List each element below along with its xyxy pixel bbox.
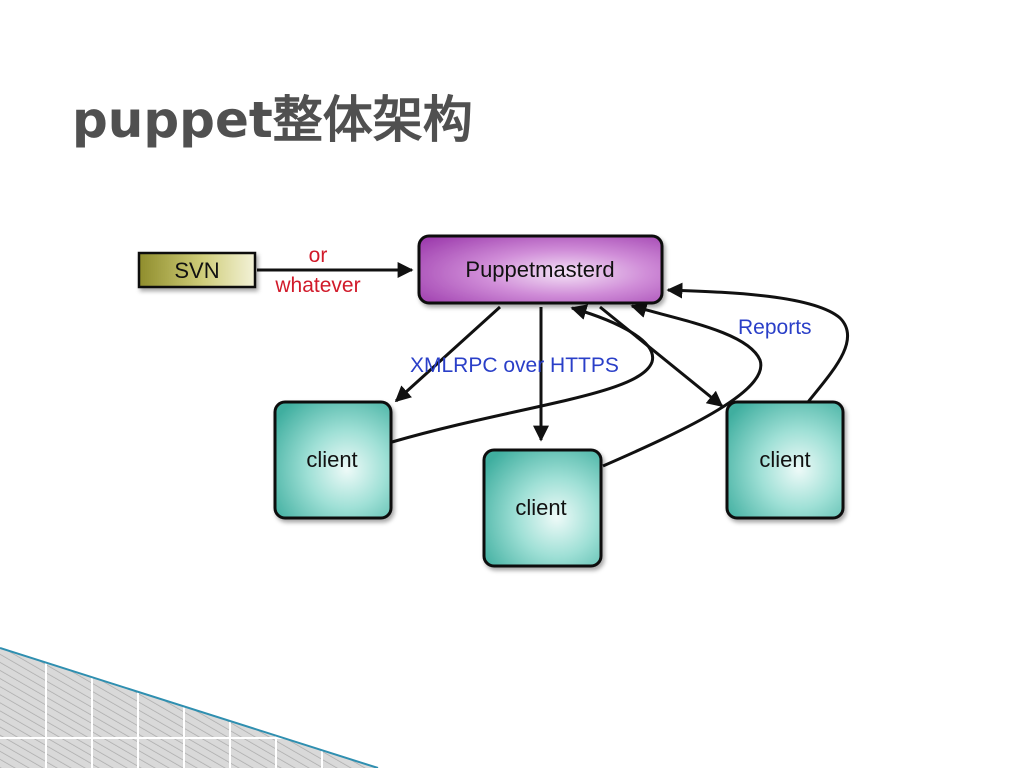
edge-client-left-report bbox=[391, 304, 655, 444]
edge-master-to-client-left bbox=[394, 305, 502, 403]
edges bbox=[257, 262, 850, 468]
edge-master-to-client-right bbox=[599, 305, 724, 408]
node-client-left-label: client bbox=[306, 447, 357, 472]
edge-label-xmlrpc: XMLRPC over HTTPS bbox=[410, 354, 619, 377]
node-client-middle bbox=[482, 448, 603, 568]
edge-label-whatever: whatever bbox=[274, 274, 360, 297]
slide-title: puppet整体架构 bbox=[72, 91, 473, 149]
edge-label-or: or bbox=[309, 244, 328, 267]
node-client-middle-label: client bbox=[515, 495, 566, 520]
node-client-right-label: client bbox=[759, 447, 810, 472]
edge-client-right-report bbox=[666, 282, 850, 403]
node-master-label: Puppetmasterd bbox=[465, 257, 614, 282]
node-svn bbox=[137, 251, 257, 289]
edge-label-reports: Reports bbox=[738, 316, 812, 339]
edge-client-middle-report bbox=[602, 302, 763, 468]
node-client-left bbox=[273, 400, 393, 520]
node-master bbox=[417, 234, 664, 305]
node-client-right bbox=[725, 400, 845, 520]
node-svn-label: SVN bbox=[174, 258, 219, 283]
